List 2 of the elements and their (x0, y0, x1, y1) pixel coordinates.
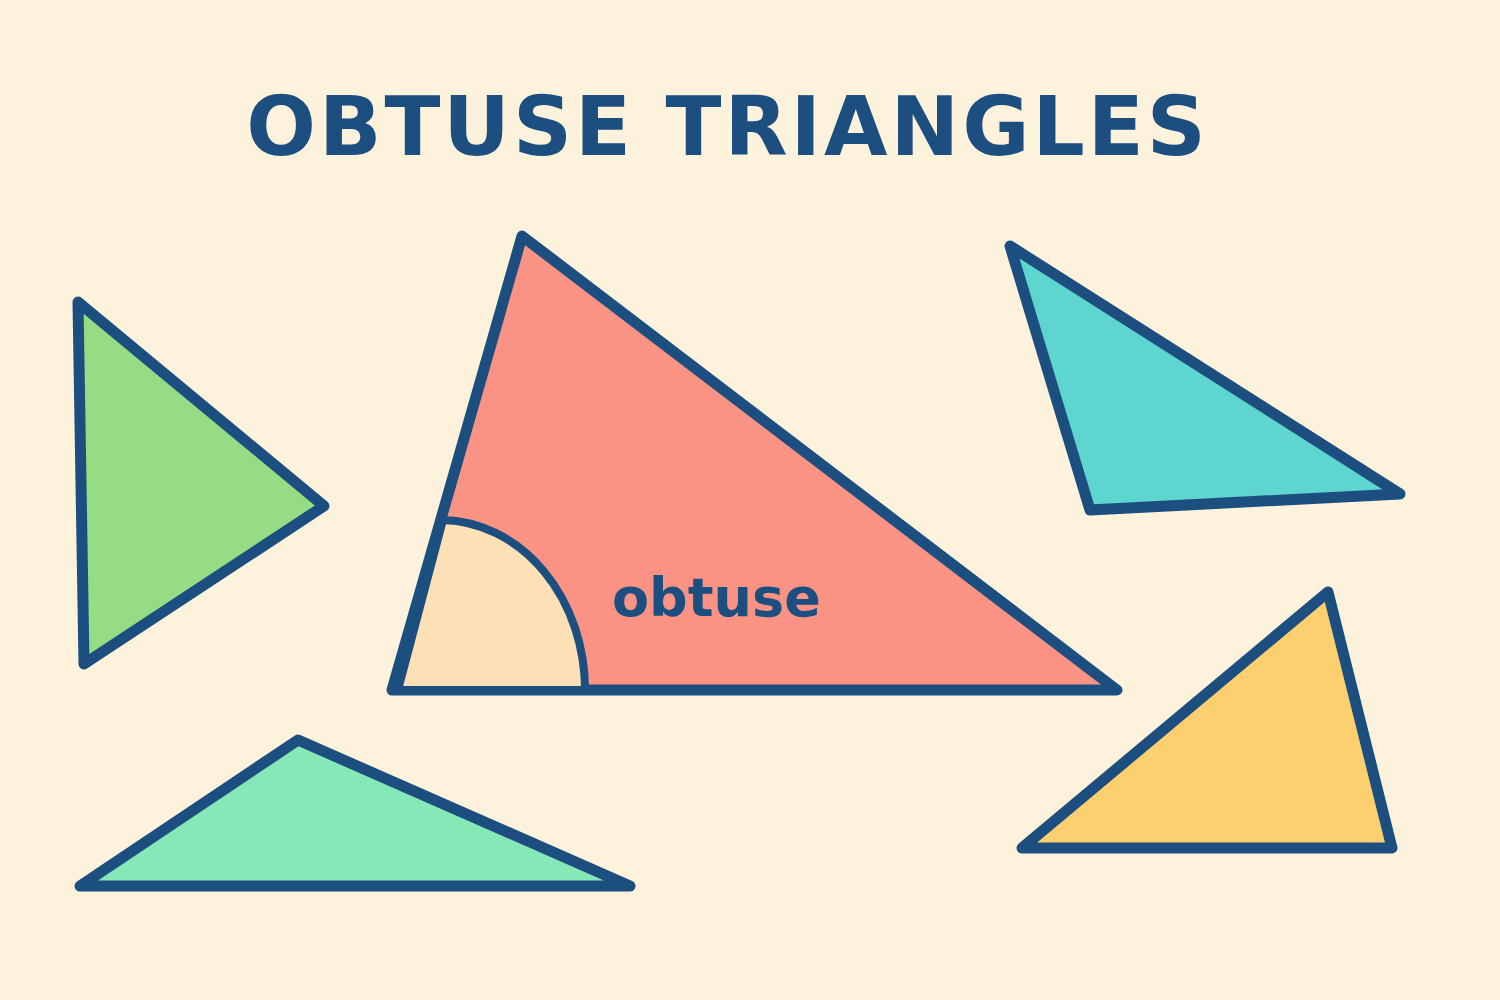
angle-label: obtuse (612, 568, 821, 628)
title: OBTUSE TRIANGLES (245, 82, 1210, 173)
